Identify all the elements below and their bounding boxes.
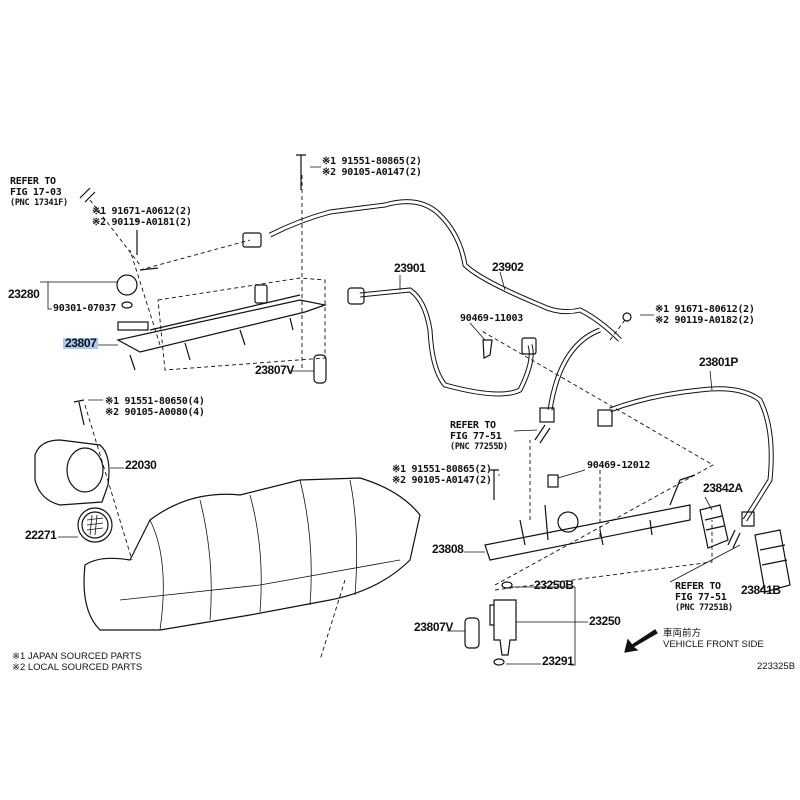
- part-23902[interactable]: 23902: [492, 260, 524, 274]
- bolt-jp: ※1 91671-80612(2): [655, 304, 755, 315]
- bolt-label-91551-80865-upper: ※1 91551-80865(2) ※2 90105-A0147(2): [322, 156, 422, 178]
- ref-line2: FIG 77-51: [450, 431, 502, 442]
- ref-line2: FIG 17-03: [10, 187, 62, 198]
- bolt-jp: ※1 91551-80865(2): [322, 156, 422, 167]
- part-23842a: [699, 504, 729, 549]
- direction-label: 車両前方 VEHICLE FRONT SIDE: [663, 628, 764, 650]
- part-23808[interactable]: 23808: [432, 542, 464, 556]
- part-22271[interactable]: 22271: [25, 528, 57, 542]
- part-23841b[interactable]: 23841B: [741, 583, 781, 597]
- part-23842a[interactable]: 23842A: [703, 481, 743, 495]
- ref-fig77-51-b[interactable]: REFER TO FIG 77-51 (PNC 77251B): [675, 581, 733, 614]
- legend-japan: ※1 JAPAN SOURCED PARTS: [12, 651, 142, 662]
- direction-en: VEHICLE FRONT SIDE: [663, 639, 764, 650]
- part-23250b[interactable]: 23250B: [534, 578, 574, 592]
- bolt-jp: ※1 91551-80650(4): [105, 396, 205, 407]
- bolt-label-91671-a0612: ※1 91671-A0612(2) ※2 90119-A0181(2): [92, 206, 192, 228]
- part-23807v-upper[interactable]: 23807V: [255, 363, 294, 377]
- connector: [242, 232, 262, 248]
- part-23901[interactable]: 23901: [394, 261, 426, 275]
- part-23291[interactable]: 23291: [542, 654, 574, 668]
- bolt-label-91551-80865-lower: ※1 91551-80865(2) ※2 90105-A0147(2): [392, 464, 492, 486]
- bolt-label-91551-80650: ※1 91551-80650(4) ※2 90105-A0080(4): [105, 396, 205, 418]
- part-23807-highlighted[interactable]: 23807: [63, 336, 99, 350]
- fuel-rail-23807: [116, 294, 328, 371]
- ref-line3: (PNC 77255D): [450, 442, 508, 452]
- part-22030[interactable]: 22030: [125, 458, 157, 472]
- part-23801p[interactable]: 23801P: [699, 355, 738, 369]
- fuel-rail-23808: [484, 504, 691, 561]
- bolt-local: ※2 90119-A0182(2): [655, 315, 755, 326]
- ref-line1: REFER TO: [10, 176, 56, 187]
- part-90301-07037[interactable]: 90301-07037: [53, 303, 116, 314]
- ref-fig17[interactable]: REFER TO FIG 17-03 (PNC 17341F): [10, 176, 68, 209]
- front-arrow-icon: [624, 629, 658, 653]
- bolt-local: ※2 90105-A0080(4): [105, 407, 205, 418]
- clamp: [116, 274, 138, 296]
- figure-id: 223325B: [757, 661, 796, 672]
- ref-line3: (PNC 17341F): [10, 198, 68, 208]
- sourcing-legend: ※1 JAPAN SOURCED PARTS ※2 LOCAL SOURCED …: [12, 651, 142, 673]
- fuel-tube-23901: [359, 287, 534, 397]
- direction-jp: 車両前方: [663, 628, 702, 639]
- bolt-jp: ※1 91671-A0612(2): [92, 206, 192, 217]
- bolt-jp: ※1 91551-80865(2): [392, 464, 492, 475]
- ref-line2: FIG 77-51: [675, 592, 727, 603]
- bolt-local: ※2 90105-A0147(2): [392, 475, 492, 486]
- legend-local: ※2 LOCAL SOURCED PARTS: [12, 662, 143, 673]
- ref-line3: (PNC 77251B): [675, 603, 733, 613]
- part-90469-11003[interactable]: 90469-11003: [460, 313, 523, 324]
- part-23250[interactable]: 23250: [589, 614, 621, 628]
- part-90469-12012[interactable]: 90469-12012: [587, 460, 650, 471]
- intake-manifold: [83, 477, 421, 631]
- injector-23250: [489, 599, 517, 656]
- bolt-local: ※2 90105-A0147(2): [322, 167, 422, 178]
- throttle-body-22030: [34, 439, 110, 506]
- part-23841b: [754, 529, 791, 593]
- ref-line1: REFER TO: [675, 581, 721, 592]
- bolt-local: ※2 90119-A0181(2): [92, 217, 192, 228]
- bolt-label-91671-80612: ※1 91671-80612(2) ※2 90119-A0182(2): [655, 304, 755, 326]
- part-23280[interactable]: 23280: [8, 287, 40, 301]
- part-23807v-lower[interactable]: 23807V: [414, 620, 453, 634]
- ref-fig77-51-a[interactable]: REFER TO FIG 77-51 (PNC 77255D): [450, 420, 508, 453]
- ref-line1: REFER TO: [450, 420, 496, 431]
